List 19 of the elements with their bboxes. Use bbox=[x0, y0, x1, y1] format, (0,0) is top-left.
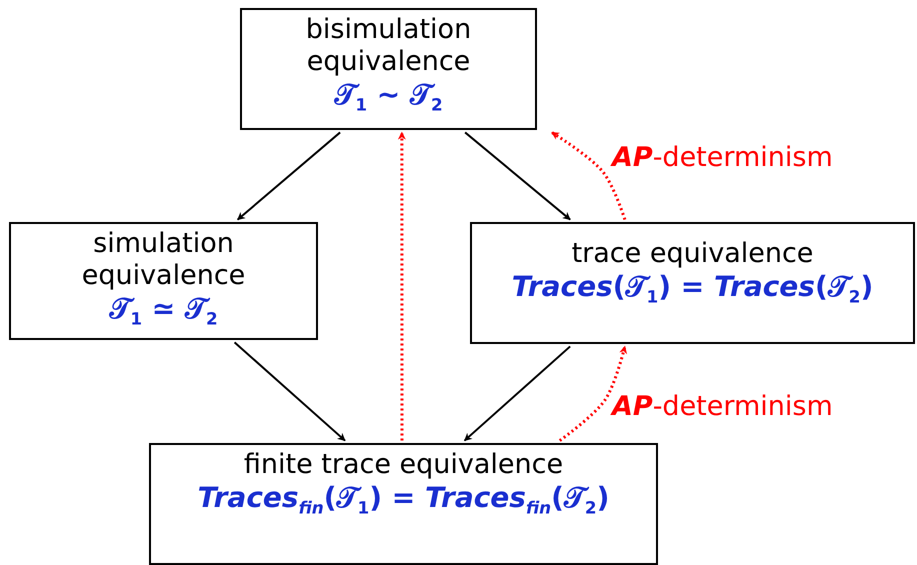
arrow bbox=[464, 132, 571, 220]
dotted-arrow bbox=[551, 131, 626, 220]
formula: 𝒯$_{1}$ ∼ 𝒯$_{2}$ bbox=[334, 78, 443, 117]
process-box bbox=[470, 222, 915, 344]
dotted-arrow bbox=[558, 346, 627, 442]
arrow bbox=[237, 132, 341, 220]
node-title: finite trace equivalence bbox=[244, 449, 564, 481]
node-title: bisimulation equivalence bbox=[304, 14, 472, 78]
formula: 𝒯$_{1}$ ≃ 𝒯$_{2}$ bbox=[109, 292, 218, 331]
arrow bbox=[464, 346, 571, 442]
arrow bbox=[234, 342, 346, 442]
node-title: trace equivalence bbox=[572, 238, 814, 270]
process-box bbox=[240, 8, 537, 130]
process-box bbox=[9, 222, 318, 340]
formula: Traces(𝒯$_{1}$) = Traces(𝒯$_{2}$) bbox=[512, 270, 874, 309]
dotted-arrow bbox=[398, 132, 406, 441]
node-title: simulation equivalence bbox=[80, 228, 246, 292]
formula: Traces$_{fin}$(𝒯$_{1}$) = Traces$_{fin}$(𝒯$_{2}$) bbox=[198, 481, 610, 520]
process-box bbox=[149, 443, 658, 565]
